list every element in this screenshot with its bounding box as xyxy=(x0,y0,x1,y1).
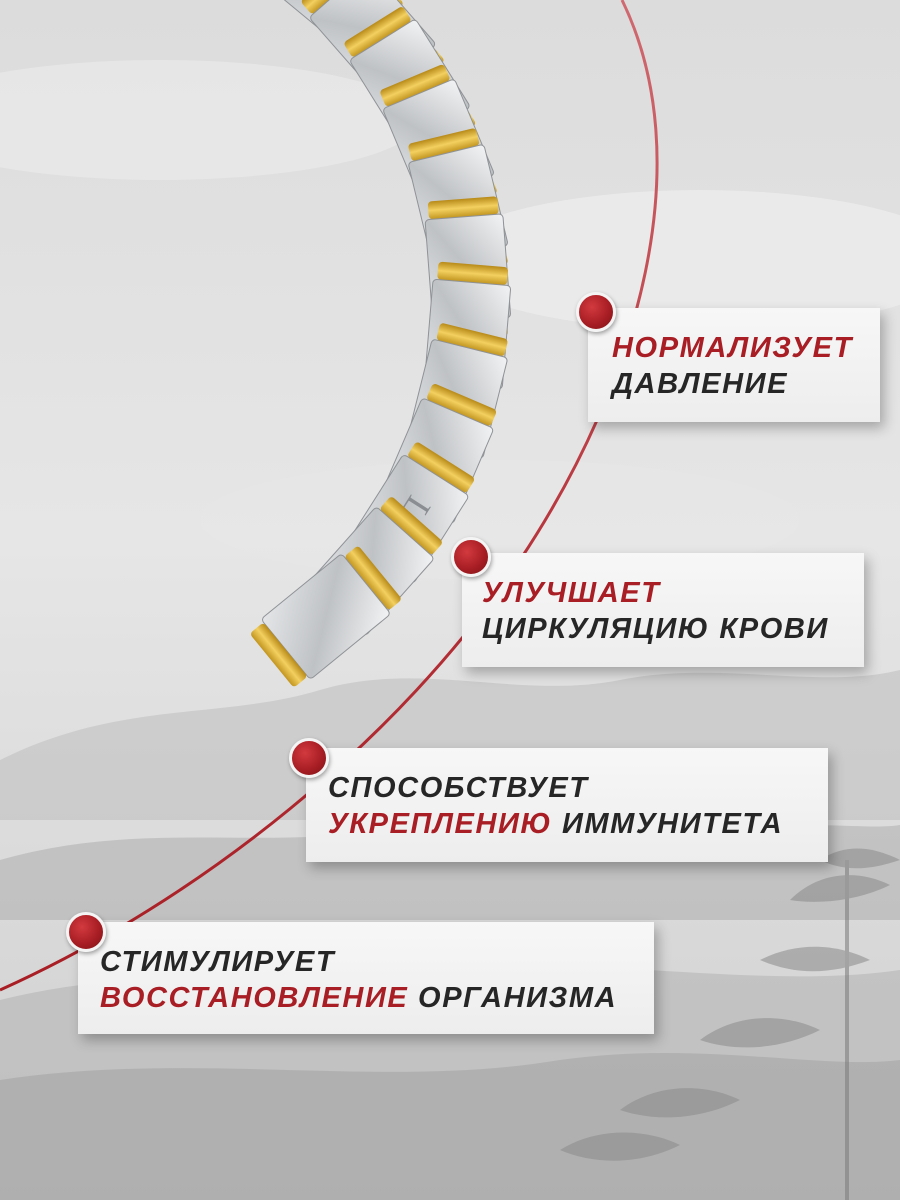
feature-accent-text: НОРМАЛИЗУЕТ xyxy=(612,332,853,364)
feature-card-recovery: СТИМУЛИРУЕТ ВОССТАНОВЛЕНИЕ ОРГАНИЗМА xyxy=(78,922,654,1034)
feature-accent-text: УЛУЧШАЕТ xyxy=(482,577,661,609)
feature-marker-1 xyxy=(576,292,616,332)
feature-accent-text: УКРЕПЛЕНИЮ xyxy=(328,808,553,840)
feature-line-2: ЦИРКУЛЯЦИЮ КРОВИ xyxy=(482,611,864,647)
feature-plain-text: СТИМУЛИРУЕТ xyxy=(100,946,336,978)
feature-plain-text: ИММУНИТЕТА xyxy=(552,808,784,840)
feature-marker-2 xyxy=(451,537,491,577)
feature-line-2: ДАВЛЕНИЕ xyxy=(612,366,880,402)
feature-line-2: УКРЕПЛЕНИЮ ИММУНИТЕТА xyxy=(328,806,828,842)
feature-line-2: ВОССТАНОВЛЕНИЕ ОРГАНИЗМА xyxy=(100,980,654,1016)
feature-line-1: СТИМУЛИРУЕТ xyxy=(100,944,654,980)
feature-plain-text: ЦИРКУЛЯЦИЮ КРОВИ xyxy=(482,613,829,645)
bracelet-link xyxy=(251,546,401,687)
feature-card-immunity: СПОСОБСТВУЕТ УКРЕПЛЕНИЮ ИММУНИТЕТА xyxy=(306,748,828,862)
feature-marker-4 xyxy=(66,912,106,952)
feature-plain-text: СПОСОБСТВУЕТ xyxy=(328,772,589,804)
feature-plain-text: ДАВЛЕНИЕ xyxy=(612,368,789,400)
feature-marker-3 xyxy=(289,738,329,778)
feature-line-1: НОРМАЛИЗУЕТ xyxy=(612,330,880,366)
feature-card-pressure: НОРМАЛИЗУЕТ ДАВЛЕНИЕ xyxy=(588,308,880,422)
bracelet-image: LR xyxy=(213,0,511,687)
feature-card-circulation: УЛУЧШАЕТ ЦИРКУЛЯЦИЮ КРОВИ xyxy=(462,553,864,667)
feature-plain-text: ОРГАНИЗМА xyxy=(408,982,618,1014)
feature-line-1: УЛУЧШАЕТ xyxy=(482,575,864,611)
feature-accent-text: ВОССТАНОВЛЕНИЕ xyxy=(100,982,409,1014)
feature-line-1: СПОСОБСТВУЕТ xyxy=(328,770,828,806)
